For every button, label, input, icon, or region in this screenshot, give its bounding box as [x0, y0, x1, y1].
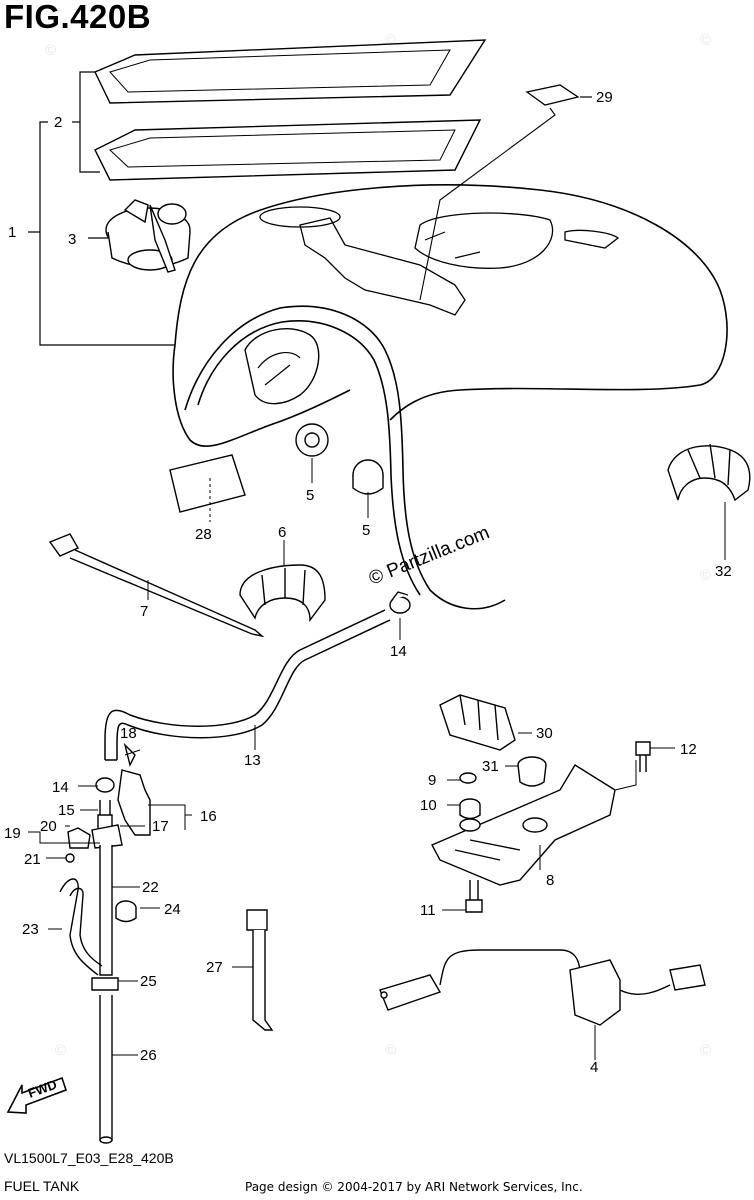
callout-32: 32: [715, 563, 732, 580]
callout-2: 2: [54, 114, 62, 131]
callout-28: 28: [195, 526, 212, 543]
model-code: VL1500L7_E03_E28_420B: [4, 1150, 174, 1166]
tank-emblem-stickers: [94, 39, 487, 181]
callout-9: 9: [428, 772, 436, 789]
callout-labels: 1 2 3 29 5 5 28 6 32 7 14 13 18 30 12 14…: [4, 89, 732, 1076]
callout-14-bottom: 14: [52, 779, 69, 796]
collar: [459, 772, 477, 784]
callout-7: 7: [140, 603, 148, 620]
bump-stop: [517, 756, 547, 787]
tank-cushion-32: [667, 443, 751, 502]
callout-30: 30: [536, 725, 553, 742]
callout-16: 16: [200, 808, 217, 825]
callout-10: 10: [420, 797, 437, 814]
tank-cushion-6: [239, 564, 326, 623]
callout-22: 22: [142, 879, 159, 896]
cable-tie: [48, 533, 265, 638]
cushion-rubber: [295, 423, 384, 495]
callout-4: 4: [590, 1059, 598, 1076]
callout-5a: 5: [306, 487, 314, 504]
partzilla-watermark: © Partzilla.com: [366, 522, 493, 589]
caution-label: [525, 84, 580, 106]
callout-25: 25: [140, 973, 157, 990]
callout-31: 31: [482, 758, 499, 775]
callout-6: 6: [278, 524, 286, 541]
callout-11: 11: [420, 902, 436, 919]
forward-direction-arrow: FWD: [6, 1077, 68, 1114]
wire-tie-27: [246, 909, 274, 1031]
bracket-2: [79, 71, 100, 173]
callout-1: 1: [8, 224, 16, 241]
grommet: [459, 798, 481, 820]
figure-title: FIG.420B: [4, 0, 152, 35]
t-joint: [91, 977, 119, 991]
breather-hose: [104, 609, 391, 761]
callout-20: 20: [40, 818, 57, 835]
svg-text:©: ©: [385, 1042, 396, 1059]
callout-27: 27: [206, 959, 223, 976]
rubber-cushion-30: [439, 694, 516, 751]
svg-text:©: ©: [55, 1042, 66, 1059]
svg-text:©: ©: [45, 42, 56, 59]
svg-text:©: ©: [700, 1042, 711, 1059]
callout-26: 26: [140, 1047, 157, 1064]
callout-8: 8: [546, 872, 554, 889]
fuel-level-gauge: [379, 949, 706, 1026]
hose-23: [59, 878, 103, 976]
callout-12: 12: [680, 741, 697, 758]
callout-18: 18: [120, 725, 137, 742]
callout-14-top: 14: [390, 643, 407, 660]
watermark-pattern: © © © © © © © ©: [45, 32, 711, 1059]
callout-5b: 5: [362, 522, 370, 539]
bracket-1: [39, 121, 175, 346]
tube-cap: [115, 900, 137, 923]
bolt-12: [635, 741, 651, 772]
fuel-valve-assembly: [65, 742, 151, 863]
callout-21: 21: [24, 851, 41, 868]
fuel-tube-26: [99, 995, 113, 1144]
callout-29: 29: [596, 89, 613, 106]
callout-23: 23: [22, 921, 39, 938]
callout-24: 24: [164, 901, 181, 918]
svg-text:©: ©: [700, 32, 711, 49]
callout-17: 17: [152, 818, 169, 835]
bracket-plate: [431, 764, 616, 886]
hose-clamp: [389, 591, 411, 614]
svg-text:©: ©: [385, 32, 396, 49]
svg-text:©: ©: [700, 567, 711, 584]
page-credit: Page design © 2004-2017 by ARI Network S…: [245, 1180, 583, 1194]
callout-19: 19: [4, 825, 21, 842]
diagram-name: FUEL TANK: [4, 1178, 80, 1194]
bolt-11: [465, 880, 483, 913]
heat-shield-sheet: [169, 454, 246, 513]
fuel-cap: [105, 199, 191, 273]
fuel-tank: [172, 184, 728, 610]
callout-15: 15: [58, 802, 75, 819]
fuel-tube-22: [99, 845, 113, 976]
callout-3: 3: [68, 231, 76, 248]
callout-13: 13: [244, 752, 261, 769]
